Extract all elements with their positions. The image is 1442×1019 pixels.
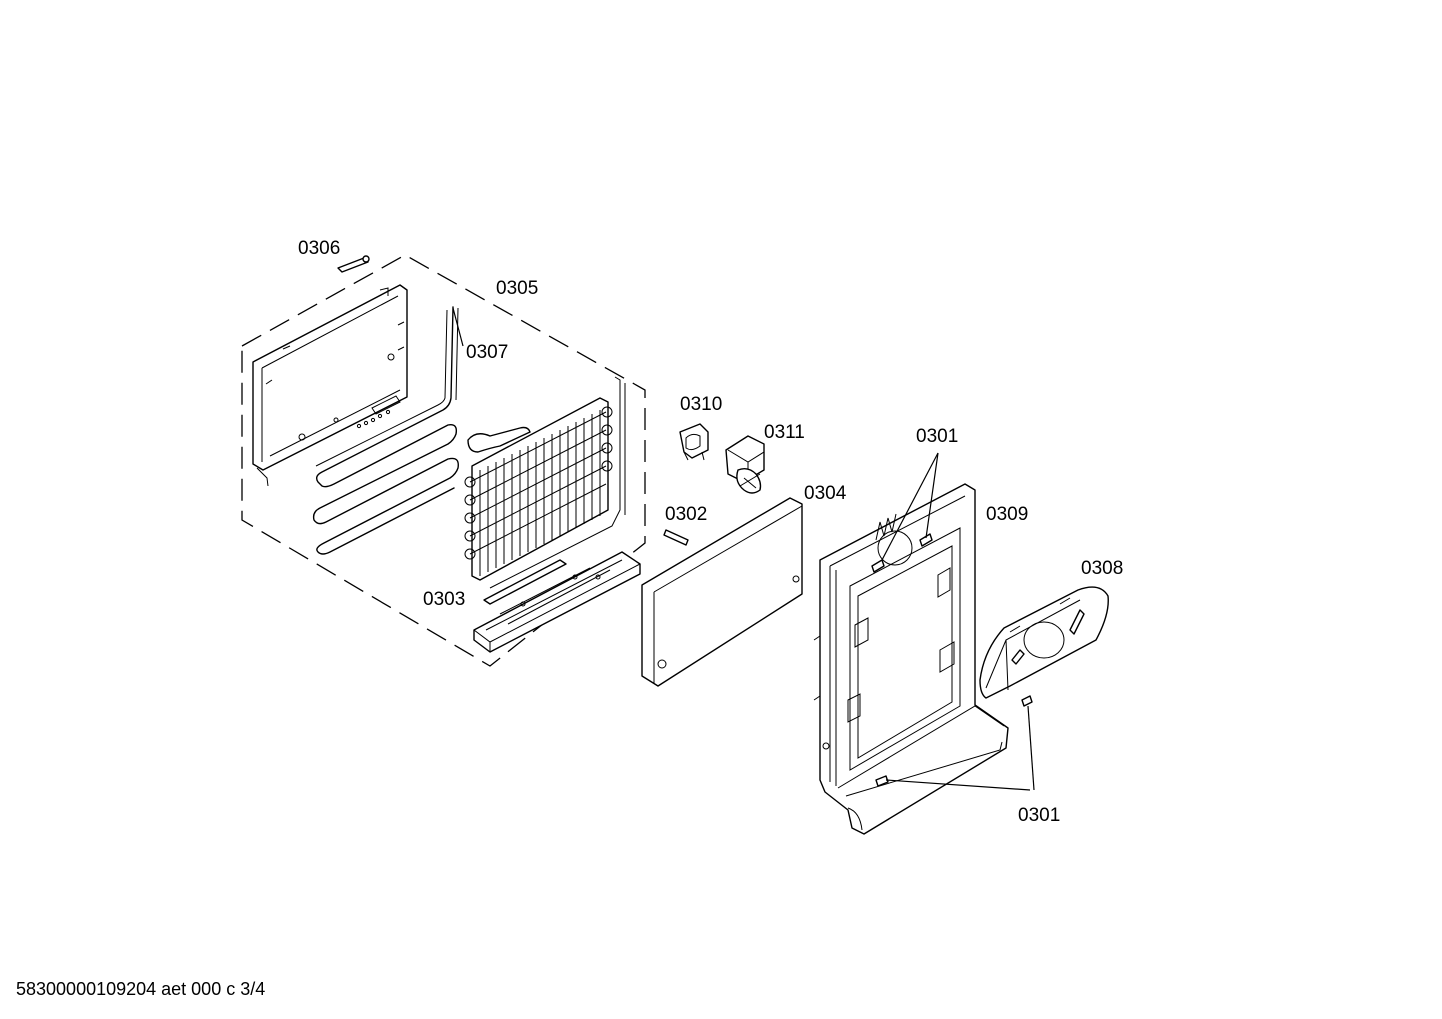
part-0303-drip-tray [473, 551, 641, 653]
part-0311-fan-motor [725, 435, 765, 494]
part-0306-sensor-clip [337, 255, 370, 273]
label-0307: 0307 [466, 342, 508, 363]
assembly-dashed-outline [241, 254, 646, 667]
label-0302: 0302 [665, 504, 707, 525]
part-back-panel [252, 284, 408, 487]
label-0304: 0304 [804, 483, 847, 504]
label-0305: 0305 [496, 278, 538, 299]
part-0308-cover [979, 586, 1109, 699]
label-0301-bottom: 0301 [1018, 805, 1060, 826]
label-0308: 0308 [1081, 558, 1123, 579]
label-0309: 0309 [986, 504, 1028, 525]
part-0309-fan-housing [813, 483, 1009, 835]
part-number-labels: 0306 0305 0307 0310 0311 0301 0304 0302 … [298, 238, 1123, 826]
label-0301-top: 0301 [916, 426, 958, 447]
label-0303: 0303 [423, 589, 465, 610]
part-0304-cover-panel [641, 497, 803, 687]
document-code: 58300000109204 aet 000 c 3/4 [16, 979, 266, 999]
label-0310: 0310 [680, 394, 722, 415]
part-0307-heater-wire [312, 306, 459, 555]
part-0302-pin [663, 529, 689, 546]
part-0310-bracket [679, 423, 709, 461]
label-0306: 0306 [298, 238, 340, 259]
label-0311: 0311 [764, 422, 805, 443]
part-evaporator [464, 376, 626, 589]
leader-lines [452, 307, 1035, 791]
